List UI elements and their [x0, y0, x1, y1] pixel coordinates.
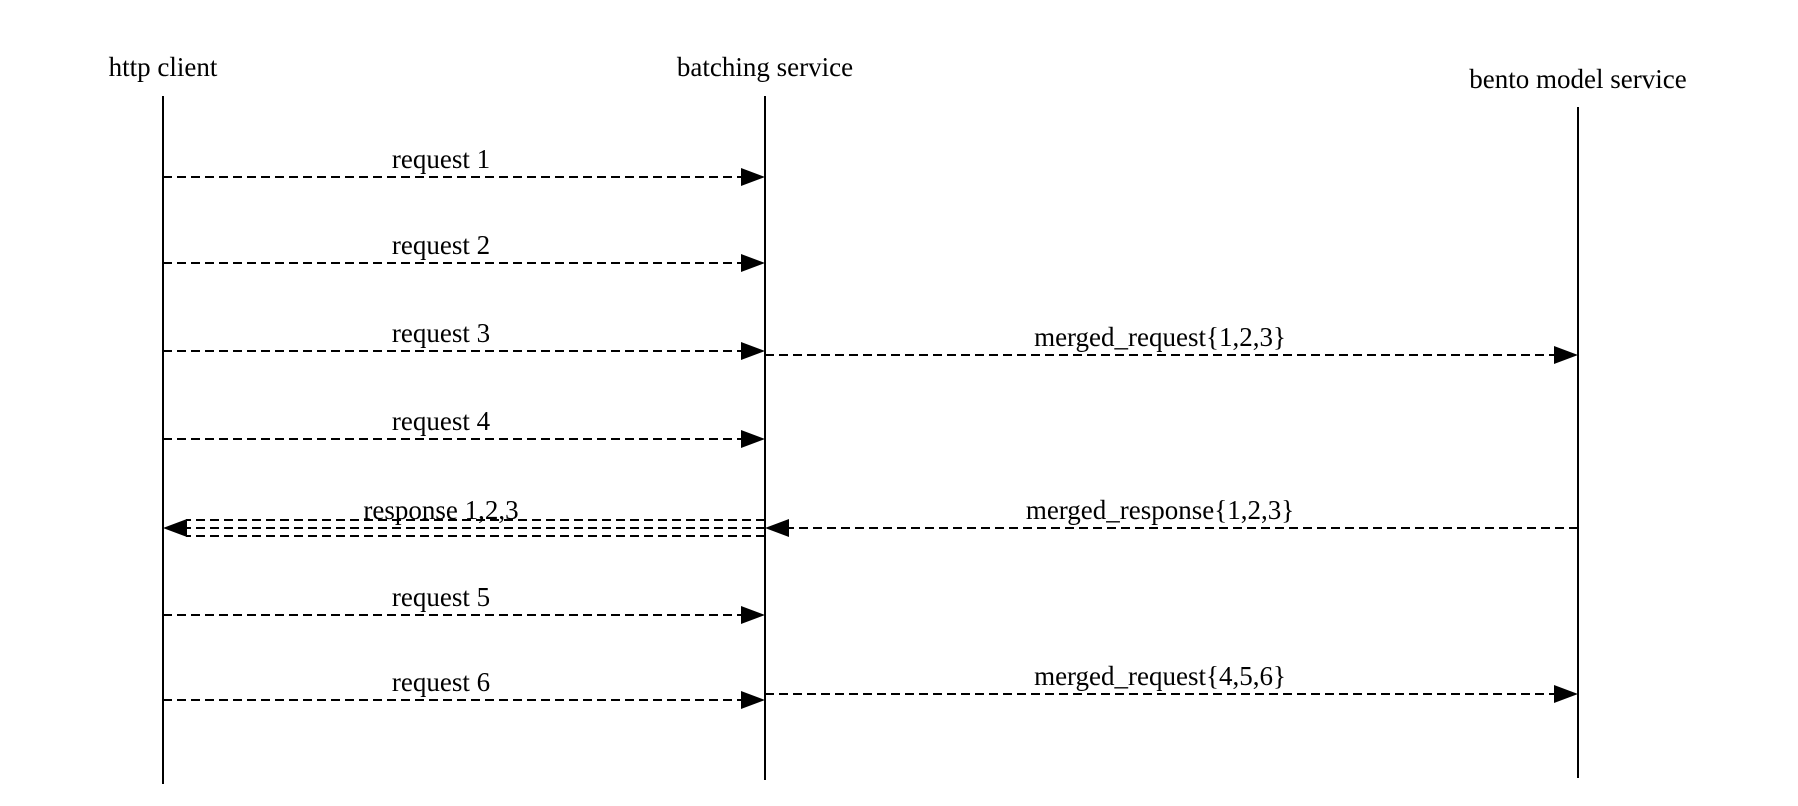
message-request-1: request 1	[163, 144, 765, 186]
arrowhead-right	[741, 168, 765, 186]
message-request-5: request 5	[163, 582, 765, 624]
message-label: merged_request{1,2,3}	[1034, 322, 1286, 352]
message-request-4: request 4	[163, 406, 765, 448]
message-request-6: request 6	[163, 667, 765, 709]
message-label: request 6	[392, 667, 490, 697]
participant-label-batching-service: batching service	[677, 52, 853, 82]
message-response-1-2-3: response 1,2,3	[163, 495, 765, 537]
message-merged-response-1-2-3: merged_response{1,2,3}	[765, 495, 1578, 537]
message-label: request 1	[392, 144, 490, 174]
arrowhead-left	[765, 519, 789, 537]
message-label: merged_response{1,2,3}	[1026, 495, 1294, 525]
message-merged-request-1-2-3: merged_request{1,2,3}	[765, 322, 1578, 364]
message-label: request 3	[392, 318, 490, 348]
message-label: request 2	[392, 230, 490, 260]
arrowhead-right	[741, 430, 765, 448]
participant-label-http-client: http client	[109, 52, 218, 82]
message-label: request 4	[392, 406, 491, 436]
message-request-2: request 2	[163, 230, 765, 272]
arrowhead-right	[741, 691, 765, 709]
arrowhead-right	[741, 606, 765, 624]
message-label: merged_request{4,5,6}	[1034, 661, 1286, 691]
arrowhead-right	[741, 342, 765, 360]
participant-label-bento-model-service: bento model service	[1469, 64, 1686, 94]
message-label: response 1,2,3	[363, 495, 518, 525]
message-label: request 5	[392, 582, 490, 612]
arrowhead-left	[163, 519, 187, 537]
arrowhead-right	[1554, 346, 1578, 364]
arrowhead-right	[741, 254, 765, 272]
message-merged-request-4-5-6: merged_request{4,5,6}	[765, 661, 1578, 703]
message-request-3: request 3	[163, 318, 765, 360]
arrowhead-right	[1554, 685, 1578, 703]
